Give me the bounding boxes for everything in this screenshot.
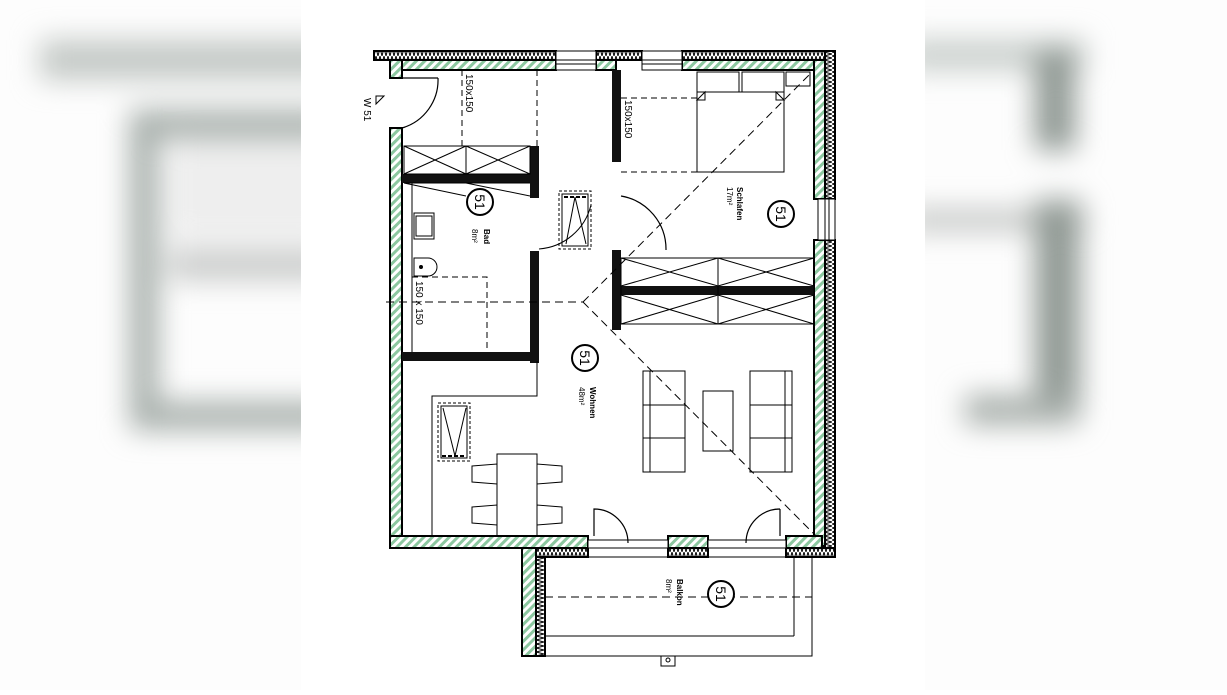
bedroom-wardrobe	[620, 257, 815, 325]
room-label-schlafen: 51 Schlafen 17m²	[725, 187, 795, 228]
exterior-walls	[373, 50, 836, 657]
room-name-schlafen: Schlafen	[735, 187, 744, 220]
room-label-bad: 51 Bad 8m²	[466, 188, 494, 244]
bedroom-door	[620, 195, 667, 251]
left-blurred-preview	[0, 0, 301, 690]
room-area-schlafen: 17m²	[725, 187, 734, 206]
room-name-wohnen: Wohnen	[588, 387, 597, 419]
hallway-turning-area	[461, 70, 538, 146]
floor-plan-drawing: W 51 150x150	[361, 50, 836, 667]
windows	[555, 50, 836, 549]
bathroom-turning-area	[412, 276, 488, 352]
right-blurred-preview	[925, 0, 1227, 690]
bathroom-fixtures	[411, 183, 438, 352]
entrance-marker: W 51	[361, 95, 386, 122]
room-number-bad: 51	[472, 194, 488, 210]
bedroom-bed	[695, 71, 811, 173]
interior-walls	[402, 70, 814, 363]
dining-set	[471, 453, 563, 537]
hallway-fixture	[538, 190, 592, 250]
room-label-balkon: 51 Balkon 8m²	[664, 579, 735, 608]
room-number-wohnen: 51	[577, 350, 593, 366]
living-sofas	[642, 370, 793, 473]
area-diagonals	[386, 73, 817, 537]
balcony-doors	[593, 508, 781, 544]
bedroom-turning-label: 150x150	[622, 100, 633, 139]
room-area-bad: 8m²	[470, 229, 479, 243]
balcony	[544, 556, 813, 667]
bedroom-turning-area	[621, 97, 697, 173]
entrance-door	[401, 77, 439, 129]
hallway-turning-label: 150x150	[463, 74, 474, 113]
room-area-wohnen: 48m²	[577, 387, 586, 406]
bathroom-turning-label: 150 x 150	[413, 281, 424, 325]
kitchen-counter	[431, 361, 538, 536]
room-label-wohnen: 51 Wohnen 48m²	[571, 344, 599, 419]
room-number-balkon: 51	[713, 586, 729, 602]
room-area-balkon: 8m²	[664, 579, 673, 593]
room-number-schlafen: 51	[773, 206, 789, 222]
room-name-balkon: Balkon	[675, 579, 684, 606]
entrance-label: W 51	[361, 98, 372, 122]
hallway-wardrobe	[403, 145, 531, 197]
floor-plan: W 51 150x150	[301, 0, 925, 690]
room-name-bad: Bad	[482, 229, 491, 244]
